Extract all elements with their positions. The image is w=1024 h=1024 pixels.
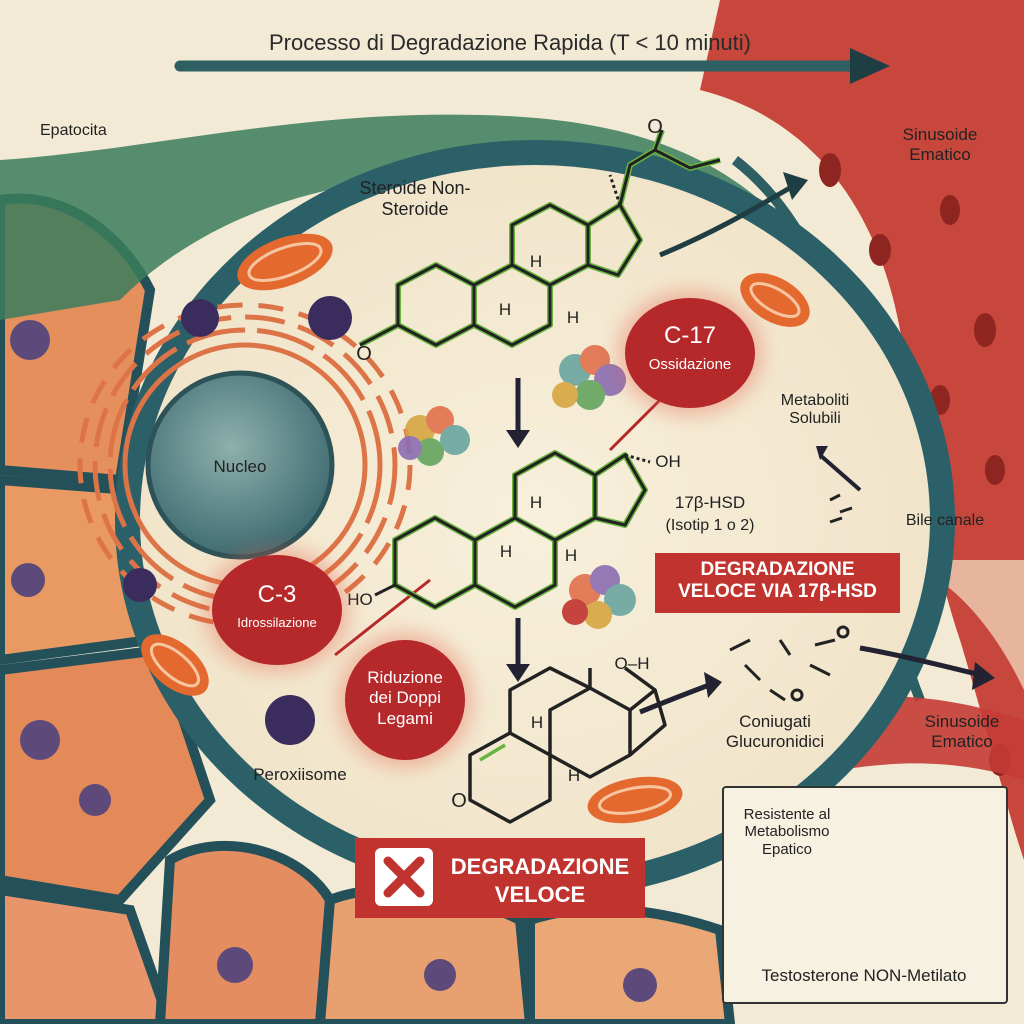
inset-caption: Testosterone NON-Metilato [761,966,967,985]
atom-h4: H [529,493,543,512]
badge-c3: C-3 Idrossilazione [212,555,342,665]
label-metaboliti: Metaboliti Solubili [780,392,850,428]
conjugate-fragments [729,625,850,702]
label-epatocita: Epatocita [40,122,107,139]
badge-riduzione-text: Riduzione dei Doppi Legami [367,668,443,728]
banner-veloce: DEGRADAZIONE VELOCE [355,838,645,918]
inset-title: Resistente al Metabolismo Epatico [743,806,831,858]
label-sinusoide-bottom: Sinusoide Ematico [924,712,1000,751]
atom-h5: H [499,542,513,561]
atom-ho-mid: HO [347,590,373,609]
badge-c17-title: C-17 [663,322,717,349]
enzyme-blobs [398,345,636,629]
atom-o-top: O [647,116,663,138]
label-sinusoide-top: Sinusoide Ematico [902,125,978,164]
badge-c17: C-17 Ossidazione [625,298,755,408]
atom-h3: H [566,308,580,327]
nucleus [145,370,335,560]
atom-o-bottom: O [451,790,467,812]
vesicles [123,296,352,745]
badge-riduzione: Riduzione dei Doppi Legami [345,640,465,760]
badge-c3-sub: Idrossilazione [237,615,317,630]
close-x-icon [375,848,433,906]
inset-box [722,786,1008,1004]
bile-dashes [829,493,853,524]
label-coniugati: Coniugati Glucuronidici [725,712,825,751]
atom-h7: H [530,713,544,732]
atom-o-left: O [356,343,372,365]
banner-veloce-line1: DEGRADAZIONE [450,854,630,879]
steroid-molecule-bottom [468,666,667,824]
banner-veloce-line2: VELOCE [494,882,586,907]
label-perossisoma: Peroxiisome [253,765,347,784]
atom-h8: H [567,766,581,785]
diagram-title: Processo di Degradazione Rapida (T < 10 … [268,30,751,55]
banner-via-hsd-line1: DEGRADAZIONE [700,559,855,580]
label-bile: Bile canale [905,512,985,529]
atom-h1: H [529,252,543,271]
atom-oh-bottom: O–H [614,654,650,673]
badge-c17-sub: Ossidazione [648,356,732,373]
steroid-molecule-top-inner [359,129,721,347]
label-nucleo: Nucleo [213,457,267,476]
steroid-molecule-middle-inner [374,451,651,609]
atom-oh-mid: OH [655,452,681,471]
atom-h6: H [564,546,578,565]
atom-h2: H [498,300,512,319]
banner-via-hsd-line2: VELOCE VIA 17β-HSD [678,581,877,602]
label-steroide: Steroide Non-Steroide [359,178,471,219]
mitochondria [141,233,810,824]
badge-c3-title: C-3 [257,581,297,608]
label-isotipo: (Isotip 1 o 2) [665,517,755,534]
label-enzima: 17β-HSD [674,493,746,512]
banner-via-hsd: DEGRADAZIONE VELOCE VIA 17β-HSD [655,553,900,613]
